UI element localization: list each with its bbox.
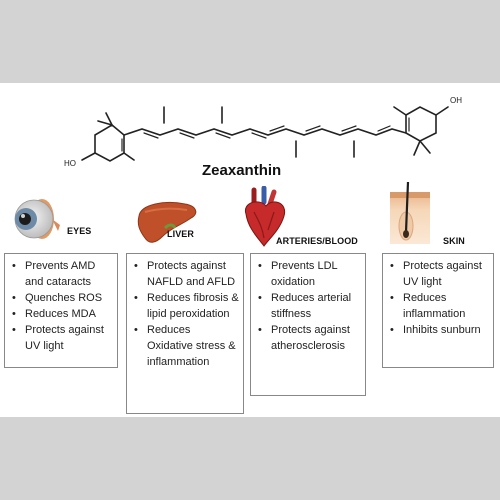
- list-item: Protects against UV light: [389, 258, 489, 290]
- organ-label-arteries: ARTERIES/BLOOD: [276, 236, 358, 246]
- list-item: Reduces MDA: [11, 306, 113, 322]
- organ-label-eyes: EYES: [67, 226, 92, 236]
- benefit-box-arteries: Prevents LDL oxidation Reduces arterial …: [250, 253, 366, 396]
- list-item: Inhibits sunburn: [389, 322, 489, 338]
- figure-panel: HO OH Zeaxanthin EYES LIVER ARTERIES/BLO…: [0, 83, 500, 417]
- benefit-box-skin: Protects against UV light Reduces inflam…: [382, 253, 494, 368]
- list-item: Protects against UV light: [11, 322, 113, 354]
- organ-label-liver: LIVER: [167, 229, 195, 239]
- list-item: Prevents LDL oxidation: [257, 258, 361, 290]
- eye-icon: [14, 199, 60, 239]
- benefit-box-liver: Protects against NAFLD and AFLD Reduces …: [126, 253, 244, 414]
- list-item: Reduces arterial stiffness: [257, 290, 361, 322]
- list-item: Reduces fibrosis & lipid peroxidation: [133, 290, 239, 322]
- benefit-box-eyes: Prevents AMD and cataracts Quenches ROS …: [4, 253, 118, 368]
- hydroxyl-label-left: HO: [64, 159, 76, 168]
- list-item: Protects against atherosclerosis: [257, 322, 361, 354]
- molecule-name: Zeaxanthin: [202, 162, 282, 179]
- hydroxyl-label-right: OH: [450, 96, 462, 105]
- list-item: Reduces Oxidative stress & inflammation: [133, 322, 239, 370]
- organ-label-skin: SKIN: [443, 236, 465, 246]
- skin-hair-follicle-icon: [390, 182, 430, 244]
- heart-icon: [244, 186, 286, 247]
- liver-icon: [137, 202, 197, 243]
- list-item: Protects against NAFLD and AFLD: [133, 258, 239, 290]
- list-item: Quenches ROS: [11, 290, 113, 306]
- list-item: Prevents AMD and cataracts: [11, 258, 113, 290]
- list-item: Reduces inflammation: [389, 290, 489, 322]
- zeaxanthin-structure: [81, 106, 449, 162]
